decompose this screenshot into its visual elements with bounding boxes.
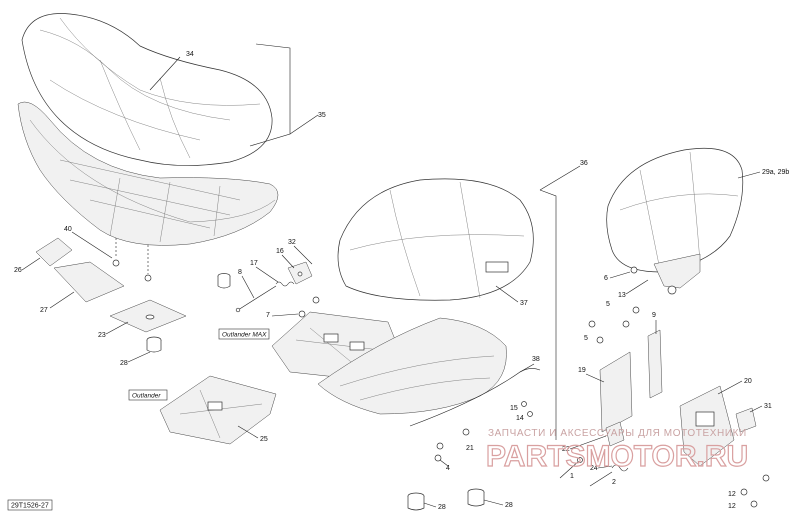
- callout-15: 15: [510, 405, 518, 412]
- callout-12a: 12: [728, 491, 736, 498]
- callout-32: 32: [288, 239, 296, 246]
- callout-9: 9: [652, 312, 656, 319]
- callout-14: 14: [516, 415, 524, 422]
- callout-29: 29a, 29b: [762, 169, 789, 176]
- svg-text:Outlander MAX: Outlander MAX: [222, 332, 267, 339]
- svg-text:Outlander: Outlander: [132, 393, 161, 400]
- svg-text:29T1526-27: 29T1526-27: [11, 503, 49, 510]
- callout-6: 6: [604, 275, 608, 282]
- latch-bracket-part-32[interactable]: [287, 261, 313, 285]
- bumper-part-28-bottom-a[interactable]: [407, 492, 425, 511]
- backrest-part-29[interactable]: [606, 147, 744, 295]
- hardware-fasteners-base[interactable]: [112, 238, 152, 282]
- seat-cushion-part-34[interactable]: [21, 13, 273, 166]
- nuts-part-12[interactable]: [740, 474, 770, 508]
- callout-26: 26: [14, 267, 22, 274]
- callout-8: 8: [238, 269, 242, 276]
- callout-40: 40: [64, 226, 72, 233]
- callout-21: 21: [466, 445, 474, 452]
- callout-17: 17: [250, 260, 258, 267]
- bracket-part-26[interactable]: [35, 237, 73, 267]
- bushing-part-top[interactable]: [217, 273, 231, 289]
- hinge-bracket-part-19[interactable]: [599, 351, 633, 433]
- callout-36: 36: [580, 160, 588, 167]
- screw-part-6[interactable]: [630, 266, 638, 274]
- bolt-part-1[interactable]: [559, 457, 583, 479]
- svg-text:ЗАПЧАСТИ И АКСЕССУАРЫ ДЛЯ МОТО: ЗАПЧАСТИ И АКСЕССУАРЫ ДЛЯ МОТОТЕХНИКИ: [488, 428, 747, 439]
- callout-27: 27: [40, 307, 48, 314]
- cover-part-27[interactable]: [53, 261, 125, 303]
- plate-part-23[interactable]: [109, 299, 187, 333]
- callout-12b: 12: [728, 503, 736, 510]
- label-box-outlander-max: Outlander MAX: [218, 328, 270, 340]
- callout-5b: 5: [584, 335, 588, 342]
- callout-28-left: 28: [120, 360, 128, 367]
- watermark: ЗАПЧАСТИ И АКСЕССУАРЫ ДЛЯ МОТОТЕХНИКИ PA…: [485, 428, 748, 474]
- callout-2: 2: [612, 479, 616, 486]
- latch-plate-part-20[interactable]: [679, 385, 735, 467]
- svg-text:PARTSMOTOR.RU: PARTSMOTOR.RU: [486, 440, 748, 473]
- pin-part-8[interactable]: [235, 285, 277, 313]
- callout-37: 37: [520, 300, 528, 307]
- callout-22: 22: [562, 446, 570, 453]
- pin-part-2[interactable]: [589, 471, 613, 487]
- lever-part-22[interactable]: [605, 421, 625, 447]
- callout-35: 35: [318, 112, 326, 119]
- label-box-outlander: Outlander: [128, 389, 168, 401]
- callout-28-bottom-a: 28: [438, 504, 446, 511]
- hinge-bracket-part-9[interactable]: [647, 329, 663, 399]
- callout-5a: 5: [606, 301, 610, 308]
- callout-19: 19: [578, 367, 586, 374]
- latch-part-31[interactable]: [735, 407, 757, 433]
- bumper-part-28-bottom-b[interactable]: [467, 488, 485, 507]
- seat-base-part[interactable]: [17, 101, 279, 246]
- spring-part-24[interactable]: [611, 464, 629, 472]
- callout-28-bottom-b: 28: [505, 502, 513, 509]
- callout-1: 1: [570, 473, 574, 480]
- callout-34: 34: [186, 51, 194, 58]
- screws-group-upper[interactable]: [588, 306, 640, 344]
- screws-group-lower[interactable]: [434, 401, 533, 462]
- diagram-id-box: 29T1526-27: [7, 499, 53, 511]
- bumper-part-28-left[interactable]: [146, 336, 162, 353]
- callout-20: 20: [744, 378, 752, 385]
- wire-rod-part-38[interactable]: [409, 368, 541, 427]
- rear-seat-tray-part[interactable]: [317, 317, 507, 415]
- callout-16: 16: [276, 248, 284, 255]
- callout-4: 4: [446, 465, 450, 472]
- callout-23: 23: [98, 332, 106, 339]
- rear-seat-cushion-part-37[interactable]: [337, 178, 534, 301]
- callout-38: 38: [532, 356, 540, 363]
- callout-13: 13: [618, 292, 626, 299]
- callout-24: 24: [590, 465, 598, 472]
- callout-7: 7: [266, 312, 270, 319]
- callout-31: 31: [764, 403, 772, 410]
- spring-part-17[interactable]: [275, 281, 295, 287]
- base-plate-part-25[interactable]: [159, 375, 277, 445]
- callout-25: 25: [260, 436, 268, 443]
- clip-part-7[interactable]: [298, 296, 320, 318]
